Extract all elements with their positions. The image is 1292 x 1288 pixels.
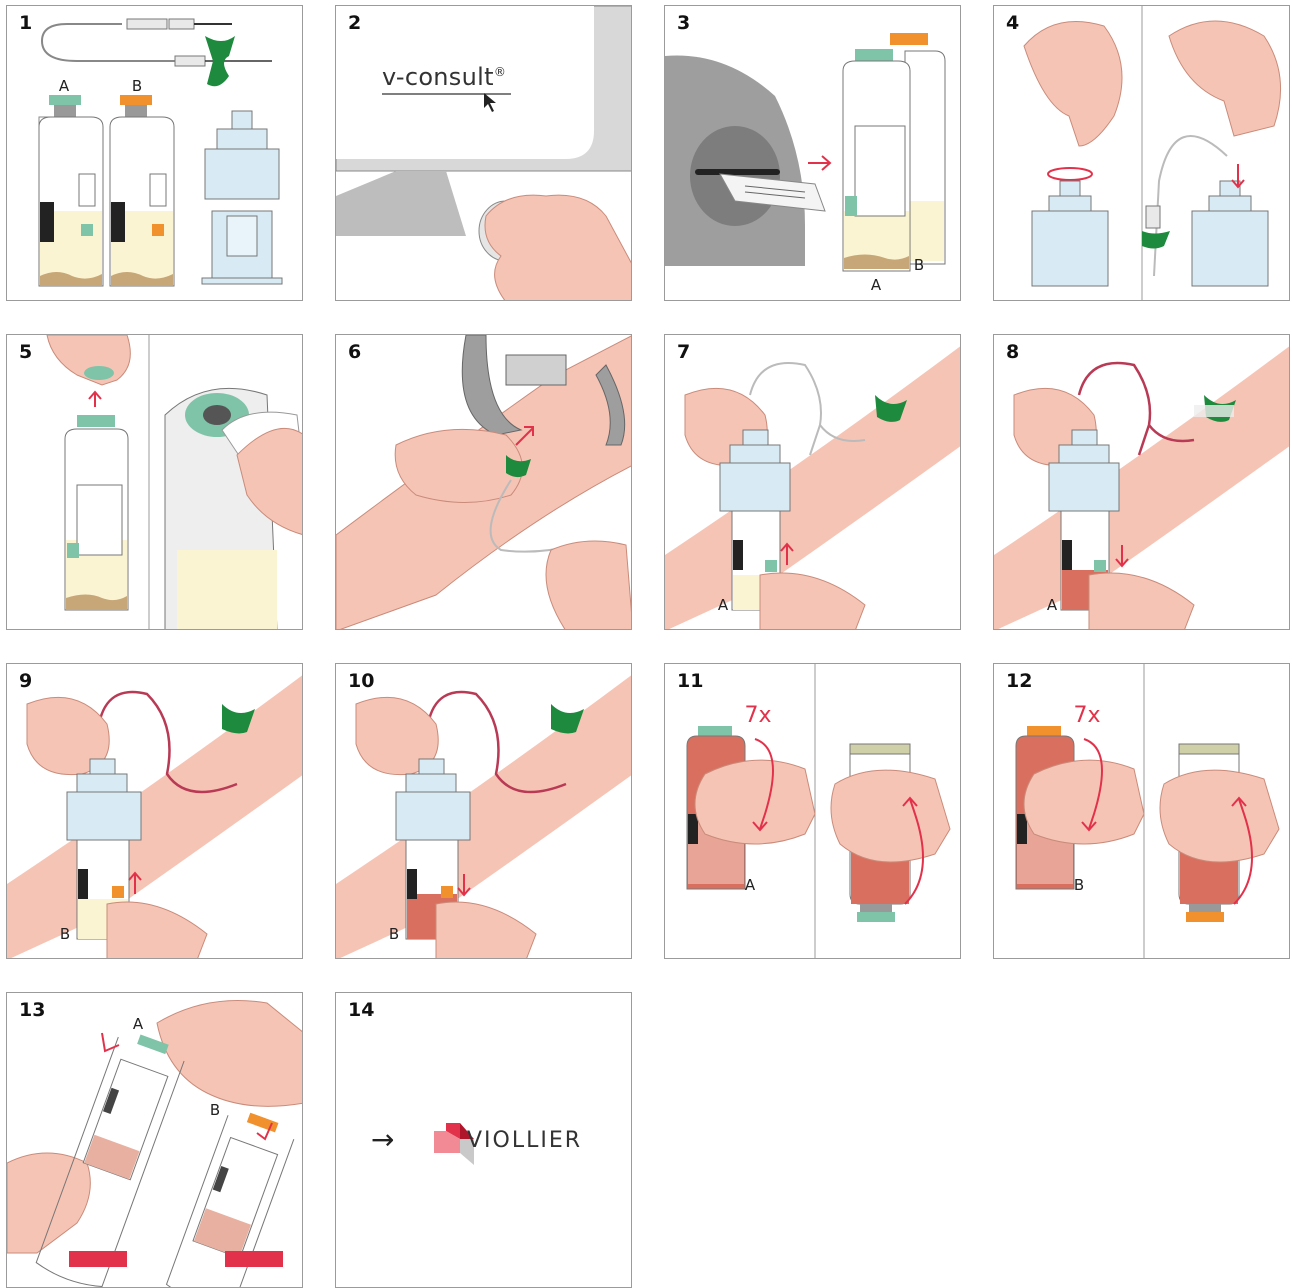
disinfect-cap-illustration: [7, 335, 303, 630]
label-printing-illustration: A B: [665, 6, 961, 301]
bottle-a-label: A: [871, 276, 882, 294]
step-number: 6: [348, 341, 361, 363]
step-number: 7: [677, 341, 690, 363]
step-4-panel: 4: [993, 5, 1290, 301]
invert-bottle-a-illustration: 7x A: [665, 664, 961, 959]
bottle-a-label: A: [718, 596, 729, 614]
step-number: 10: [348, 670, 374, 692]
step-10-panel: 10 B: [335, 663, 632, 959]
repeat-count: 7x: [1073, 703, 1100, 728]
butterfly-needle-icon: [1142, 231, 1170, 249]
step-number: 8: [1006, 341, 1019, 363]
fill-bottle-a-illustration: A: [994, 335, 1290, 630]
hand-icon: [7, 1001, 303, 1254]
step-8-panel: 8 A: [993, 334, 1290, 630]
step-number: 14: [348, 999, 374, 1021]
collect-bottle-a-illustration: A: [665, 335, 961, 630]
kit-contents-illustration: A B: [7, 6, 303, 301]
step-number: 11: [677, 670, 703, 692]
step-number: 1: [19, 12, 32, 34]
hand-icon: [485, 195, 632, 301]
hand-icon: [1024, 21, 1281, 146]
step-number: 12: [1006, 670, 1032, 692]
step-number: 4: [1006, 12, 1019, 34]
step-5-panel: 5: [6, 334, 303, 630]
bottle-b-label: B: [389, 925, 399, 943]
venipuncture-illustration: [336, 335, 632, 630]
step-14-panel: 14 → VIOLLIER: [335, 992, 632, 1288]
step-number: 13: [19, 999, 45, 1021]
fill-bottle-b-illustration: B: [336, 664, 632, 959]
collect-bottle-b-illustration: B: [7, 664, 303, 959]
repeat-count: 7x: [744, 703, 771, 728]
arrow-right-icon: →: [371, 1123, 394, 1156]
step-13-panel: 13 A B: [6, 992, 303, 1288]
step-3-panel: 3 A B: [664, 5, 961, 301]
bottle-b-label: B: [210, 1101, 220, 1119]
bottle-a-label: A: [133, 1015, 144, 1033]
step-7-panel: 7 A: [664, 334, 961, 630]
step-6-panel: 6: [335, 334, 632, 630]
v-consult-link[interactable]: v-consult®: [382, 63, 506, 91]
bottle-b-label: B: [132, 77, 142, 95]
step-12-panel: 12 7x B: [993, 663, 1290, 959]
bottle-b-label: B: [1074, 876, 1084, 894]
invert-bottle-b-illustration: 7x B: [994, 664, 1290, 959]
printer-icon: [665, 56, 805, 267]
step-number: 9: [19, 670, 32, 692]
bottle-a-label: A: [59, 77, 70, 95]
bottle-icon: [110, 95, 174, 286]
bottle-b-label: B: [60, 925, 70, 943]
step-number: 2: [348, 12, 361, 34]
bottle-icon: [39, 95, 103, 286]
step-2-panel: 2 v-consult®: [335, 5, 632, 301]
brand-name: VIOLLIER: [467, 1128, 582, 1153]
computer-illustration: [336, 6, 632, 301]
tube-holder-icon: [202, 111, 282, 284]
step-number: 3: [677, 12, 690, 34]
bottle-a-label: A: [745, 876, 756, 894]
assemble-holder-illustration: [994, 6, 1290, 301]
step-1-panel: 1 A: [6, 5, 303, 301]
pack-bottles-illustration: A B: [7, 993, 303, 1288]
bottle-a-label: A: [1047, 596, 1058, 614]
step-number: 5: [19, 341, 32, 363]
step-11-panel: 11 7x A: [664, 663, 961, 959]
bottle-b-label: B: [914, 256, 924, 274]
step-9-panel: 9 B: [6, 663, 303, 959]
